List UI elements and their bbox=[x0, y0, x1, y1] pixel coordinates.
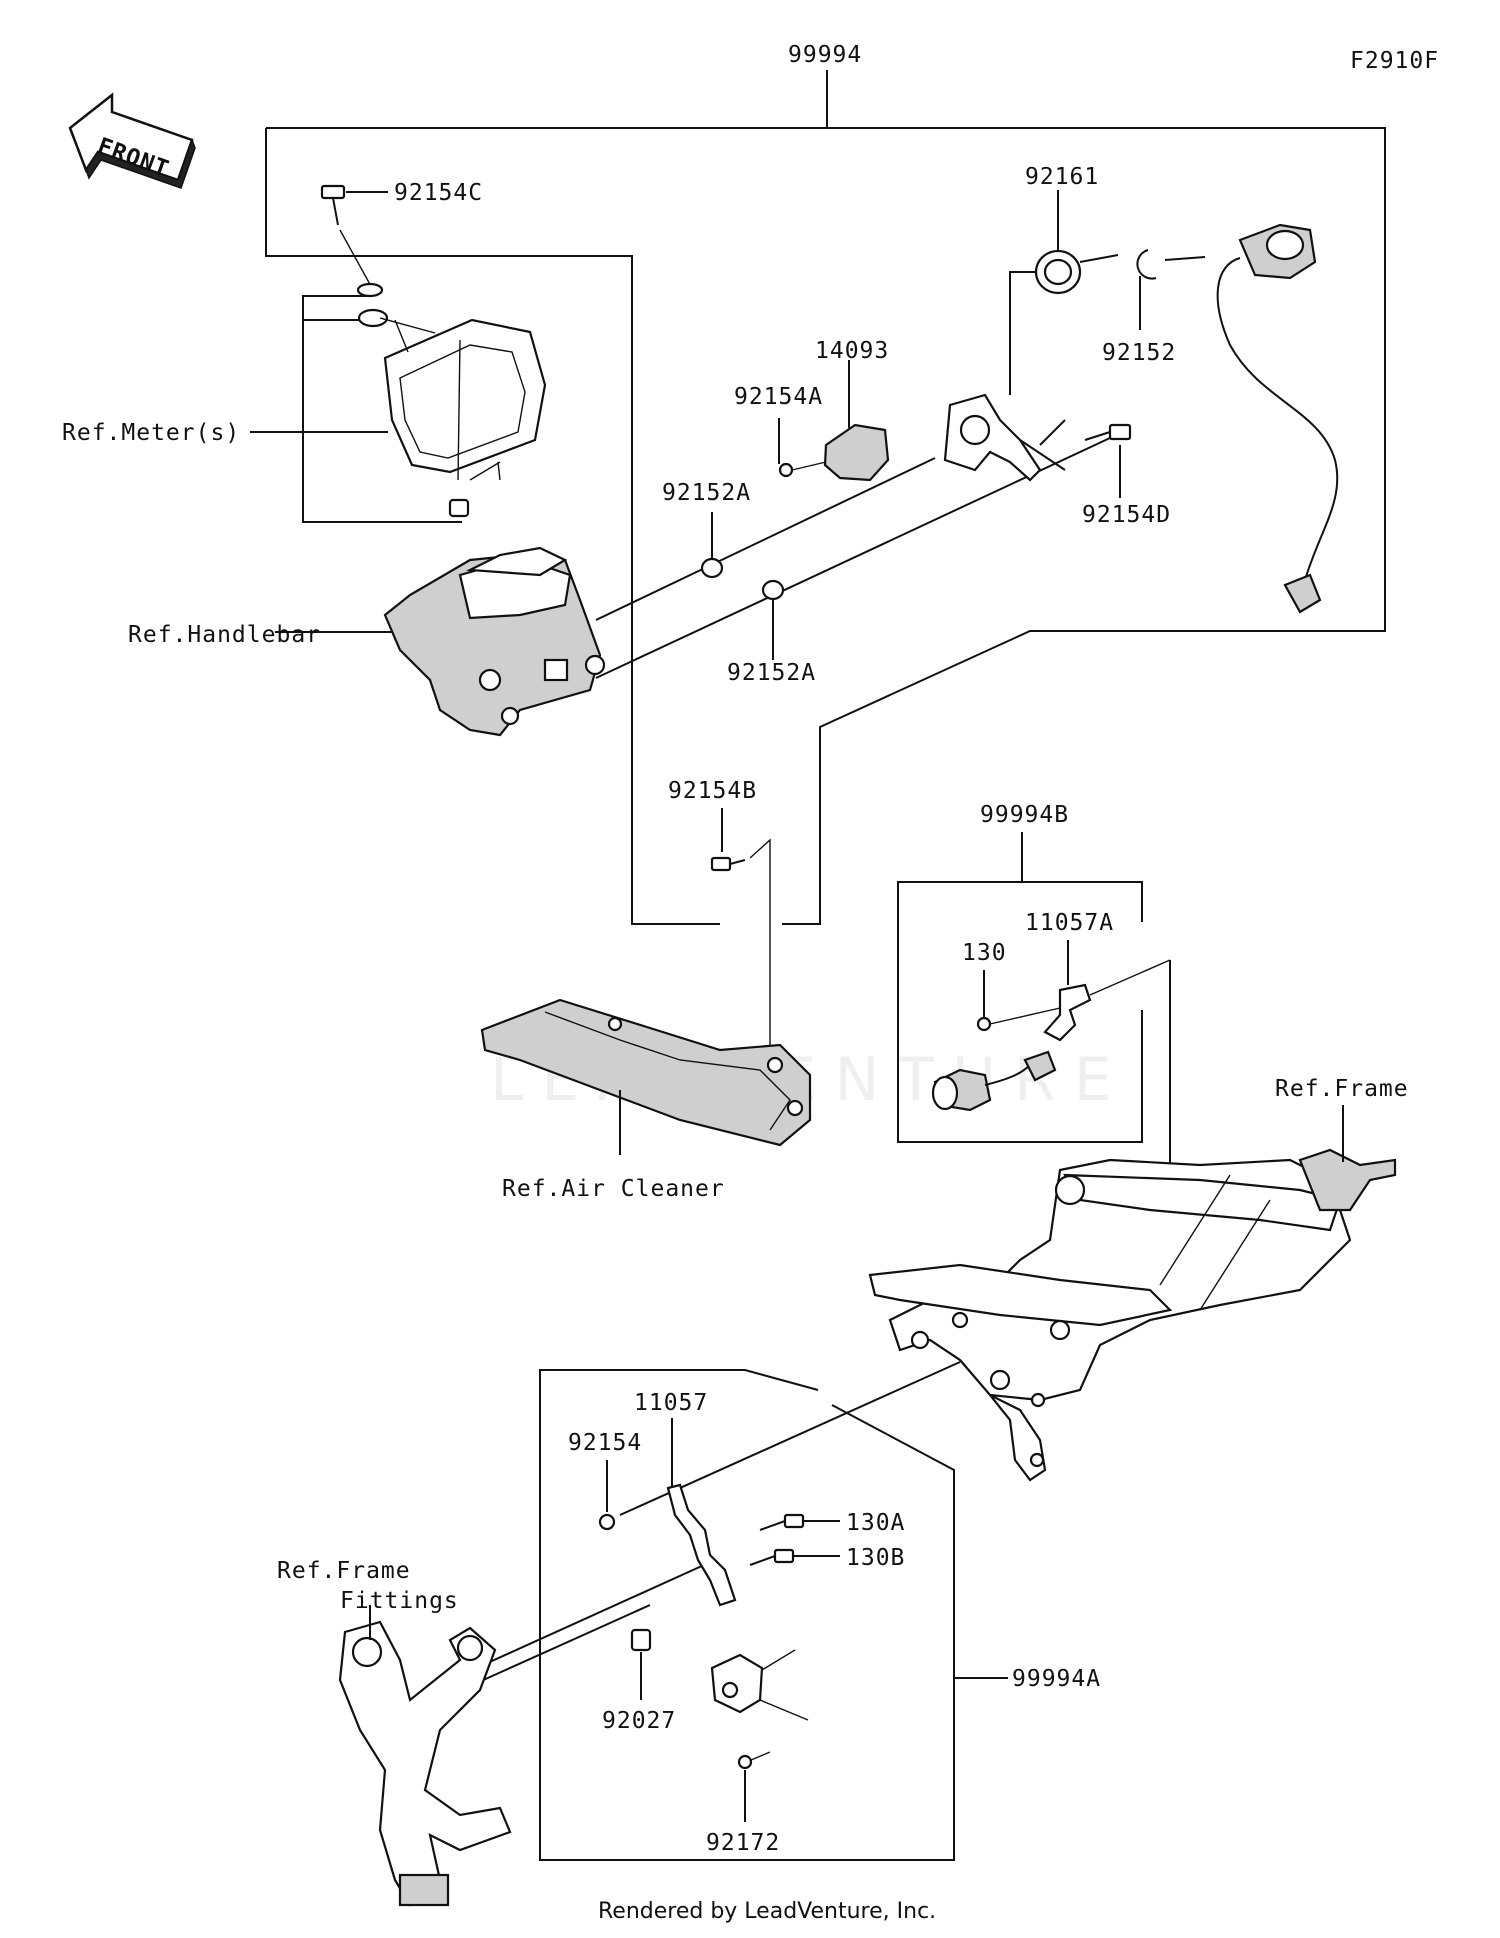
part-92161: 92161 bbox=[1025, 164, 1119, 295]
label-99994: 99994 bbox=[788, 42, 862, 68]
handlebar-bracket: Ref.Handlebar bbox=[128, 546, 606, 737]
front-arrow-icon: FRONT bbox=[68, 92, 196, 189]
label-92152A-lower: 92152A bbox=[727, 660, 816, 686]
ref-handlebar[interactable]: Ref.Handlebar bbox=[128, 622, 321, 648]
label-92154B: 92154B bbox=[668, 778, 757, 804]
kit-99994B-group: 99994B 11057A 130 bbox=[897, 802, 1171, 1250]
label-92172: 92172 bbox=[706, 1830, 780, 1856]
ref-frame-fittings-2[interactable]: Fittings bbox=[340, 1588, 459, 1614]
label-11057: 11057 bbox=[634, 1390, 708, 1416]
part-92152A: 92152A 92152A bbox=[595, 437, 1111, 686]
label-14093: 14093 bbox=[815, 338, 889, 364]
frame: Ref.Frame bbox=[868, 1076, 1409, 1482]
label-92161: 92161 bbox=[1025, 164, 1099, 190]
footer-credit: Rendered by LeadVenture, Inc. bbox=[598, 1899, 936, 1924]
label-99994A: 99994A bbox=[1012, 1666, 1101, 1692]
label-92154D: 92154D bbox=[1082, 502, 1171, 528]
socket-bracket bbox=[943, 254, 1066, 482]
label-92154C: 92154C bbox=[394, 180, 483, 206]
label-92152A-upper: 92152A bbox=[662, 480, 751, 506]
ref-frame-fittings-1[interactable]: Ref.Frame bbox=[277, 1558, 411, 1584]
label-130: 130 bbox=[962, 940, 1007, 966]
label-130B: 130B bbox=[846, 1545, 905, 1571]
power-socket bbox=[1216, 223, 1339, 614]
ref-frame[interactable]: Ref.Frame bbox=[1275, 1076, 1409, 1102]
ref-meters[interactable]: Ref.Meter(s) bbox=[62, 420, 240, 446]
label-11057A: 11057A bbox=[1025, 910, 1114, 936]
air-cleaner-cover: Ref.Air Cleaner bbox=[480, 998, 812, 1202]
label-130A: 130A bbox=[846, 1510, 905, 1536]
label-92154A: 92154A bbox=[734, 384, 823, 410]
part-92154C: 92154C bbox=[320, 180, 483, 289]
part-92154B: 92154B bbox=[668, 778, 771, 1060]
kit-99994A-group: 99994A 11057 92154 130A 130B 92027 bbox=[449, 1361, 1101, 1861]
label-92027: 92027 bbox=[602, 1708, 676, 1734]
part-14093: 14093 92154A bbox=[734, 338, 890, 482]
kit-99994-group: 99994 bbox=[265, 42, 1386, 925]
label-99994B: 99994B bbox=[980, 802, 1069, 828]
figure-code: F2910F bbox=[1350, 48, 1439, 74]
part-92152: 92152 bbox=[1102, 249, 1206, 366]
frame-fittings: Ref.Frame Fittings bbox=[277, 1558, 512, 1907]
label-92154: 92154 bbox=[568, 1430, 642, 1456]
meter-assembly: Ref.Meter(s) bbox=[62, 282, 547, 523]
part-92154D: 92154D bbox=[1082, 423, 1171, 528]
ref-air-cleaner[interactable]: Ref.Air Cleaner bbox=[502, 1176, 725, 1202]
label-92152: 92152 bbox=[1102, 340, 1176, 366]
